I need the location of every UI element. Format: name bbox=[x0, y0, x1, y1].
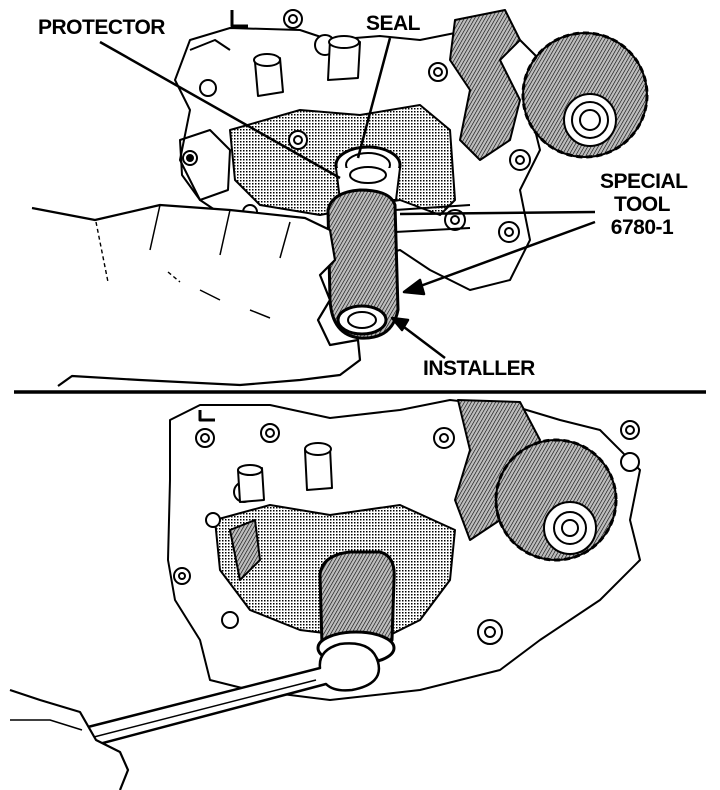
sprocket-gear bbox=[521, 31, 649, 159]
wrench bbox=[74, 642, 381, 750]
callout-special-tool-line-3: 6780-1 bbox=[610, 216, 674, 239]
hand bbox=[31, 203, 362, 387]
hand-lower bbox=[9, 688, 130, 790]
callout-special-tool: SPECIAL TOOL 6780-1 bbox=[600, 170, 688, 239]
sprocket-gear-lower bbox=[494, 438, 618, 562]
leader-lines bbox=[99, 37, 596, 359]
callout-installer: INSTALLER bbox=[423, 357, 535, 380]
bottom-panel bbox=[9, 399, 641, 790]
top-panel bbox=[31, 9, 649, 387]
callout-special-tool-line-2: TOOL bbox=[614, 193, 670, 216]
callout-protector: PROTECTOR bbox=[38, 16, 165, 39]
special-tool-installer bbox=[326, 188, 471, 340]
callout-seal: SEAL bbox=[366, 12, 421, 35]
callout-special-tool-line-1: SPECIAL bbox=[600, 170, 688, 193]
